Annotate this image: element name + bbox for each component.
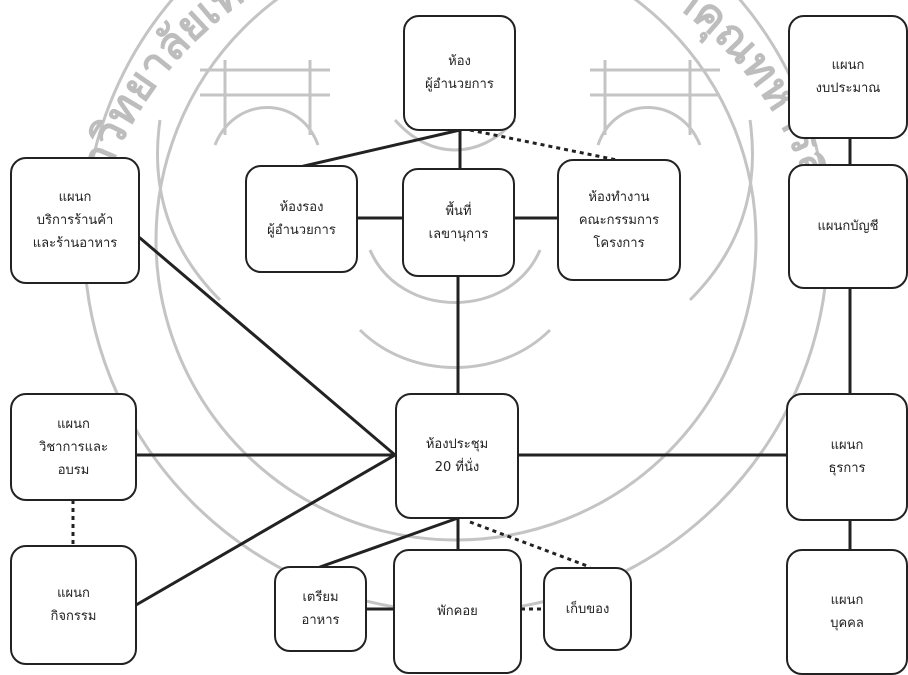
node-admin-dept: แผนกธุรการ	[786, 393, 908, 521]
node-label-line: เตรียม	[302, 590, 339, 605]
dashed-link-director-committee	[469, 128, 618, 162]
node-label-line: เลขานุการ	[428, 226, 489, 242]
node-label-line: แผนก	[57, 416, 90, 432]
node-label-line: เก็บของ	[565, 601, 610, 617]
node-lounge: พักคอย	[393, 549, 522, 674]
node-label-line: ห้องประชุม	[425, 437, 489, 452]
node-label-line: 20 ที่นั่ง	[434, 460, 480, 475]
node-label-line: และร้านอาหาร	[32, 236, 118, 251]
dashed-link-meeting-storage	[469, 520, 591, 569]
node-committee-office: ห้องทำงานคณะกรรมการโครงการ	[557, 159, 681, 281]
node-label-line: คณะกรรมการ	[578, 212, 660, 228]
node-label-line: แผนก	[57, 586, 90, 601]
node-label-line: บุคคล	[830, 616, 864, 631]
node-label-line: ห้องรอง	[279, 200, 324, 215]
link-activity-meeting	[134, 453, 397, 607]
node-food-prep: เตรียมอาหาร	[274, 566, 367, 652]
node-label-line: แผนก	[831, 58, 865, 73]
node-label-line: ผู้อำนวยการ	[267, 223, 336, 238]
node-label-line: โครงการ	[593, 235, 645, 251]
node-label-line: แผนก	[830, 438, 864, 453]
node-label-line: ห้องทำงาน	[588, 189, 650, 205]
link-shop-meeting	[138, 236, 397, 457]
node-label-line: แผนกบัญชี	[817, 219, 879, 234]
node-deputy-director-room: ห้องรองผู้อำนวยการ	[245, 165, 358, 273]
node-budget-dept: แผนกงบประมาณ	[788, 15, 908, 139]
node-shop-dept: แผนกบริการร้านค้าและร้านอาหาร	[10, 157, 140, 284]
node-label-line: ธุรการ	[828, 461, 866, 476]
node-activity-dept: แผนกกิจกรรม	[10, 545, 137, 665]
node-label-line: ผู้อำนวยการ	[425, 77, 494, 92]
link-meeting-foodprep	[318, 516, 460, 569]
node-storage: เก็บของ	[543, 567, 632, 651]
node-academic-dept: แผนกวิชาการและอบรม	[10, 393, 137, 501]
node-accounting-dept: แผนกบัญชี	[788, 164, 908, 289]
node-label-line: งบประมาณ	[815, 81, 881, 96]
node-label-line: แผนก	[58, 190, 92, 205]
node-label-line: บริการร้านค้า	[36, 213, 114, 228]
node-label-line: พื้นที่	[445, 203, 472, 219]
node-secretary-area: พื้นที่เลขานุการ	[402, 168, 515, 277]
node-label-line: วิชาการและ	[39, 439, 108, 455]
node-label-line: กิจกรรม	[50, 609, 97, 624]
node-label-line: อาหาร	[301, 613, 340, 628]
node-meeting-room: ห้องประชุม 20 ที่นั่ง	[395, 393, 519, 519]
node-label-line: อบรม	[57, 462, 90, 478]
node-label-line: ห้อง	[448, 54, 471, 69]
node-personnel-dept: แผนกบุคคล	[786, 549, 908, 675]
node-label-line: แผนก	[830, 593, 864, 608]
node-label-line: พักคอย	[437, 604, 478, 619]
node-director-room: ห้องผู้อำนวยการ	[403, 15, 516, 131]
